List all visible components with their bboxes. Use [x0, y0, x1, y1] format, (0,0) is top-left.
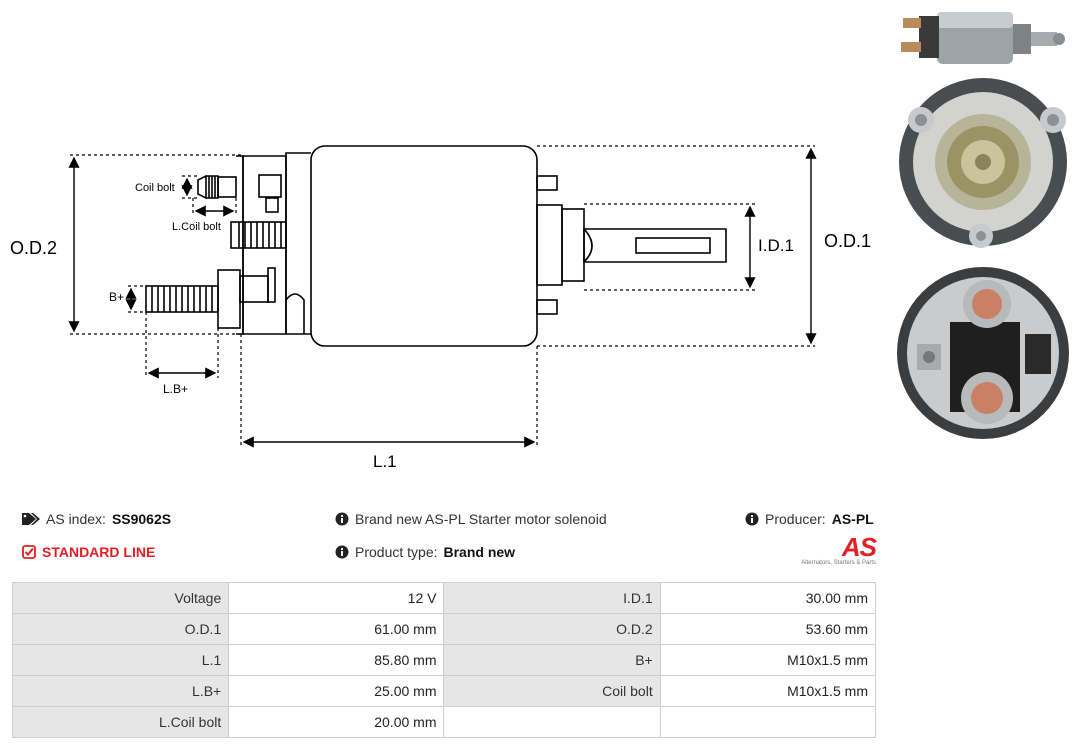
as-index-value: SS9062S [111, 511, 172, 527]
l1-label: L.1 [373, 452, 397, 471]
spec-label: B+ [443, 644, 661, 676]
logo-tagline: Alternators, Starters & Parts [801, 560, 876, 566]
spec-value-empty [659, 706, 877, 738]
producer-value: AS-PL [831, 511, 874, 527]
spec-label: Voltage [11, 582, 230, 614]
spec-value: M10x1.5 mm [659, 644, 877, 676]
spec-value: 25.00 mm [228, 675, 445, 707]
check-square-icon [22, 545, 36, 559]
info-circle-icon [745, 512, 759, 526]
specs-table: Voltage 12 V I.D.1 30.00 mm O.D.1 61.00 … [11, 582, 877, 738]
table-row: Voltage 12 V I.D.1 30.00 mm [11, 582, 877, 614]
product-type-label: Product type: [355, 544, 438, 560]
spec-value: 53.60 mm [659, 613, 877, 645]
b-plus-threads [151, 286, 213, 312]
od1-label: O.D.1 [824, 231, 871, 251]
standard-line: STANDARD LINE [22, 544, 155, 560]
spec-label: I.D.1 [443, 582, 661, 614]
standard-line-label: STANDARD LINE [42, 544, 156, 560]
plunger [583, 228, 727, 263]
spec-label-empty [443, 706, 661, 738]
product-photo-side [901, 12, 1065, 64]
lcoil-bolt-label: L.Coil bolt [172, 221, 221, 233]
info-circle-icon [335, 512, 349, 526]
product-type: Product type: Brand new [335, 544, 515, 560]
info-circle-icon [335, 545, 349, 559]
as-index: AS index: SS9062S [22, 511, 171, 527]
spec-label: Coil bolt [443, 675, 661, 707]
spec-label: L.1 [11, 644, 230, 676]
spec-value: 85.80 mm [228, 644, 445, 676]
spec-value: 12 V [228, 582, 445, 614]
tags-icon [22, 513, 40, 525]
lbplus-label: L.B+ [163, 382, 188, 396]
bplus-label: B+ [109, 290, 124, 304]
spec-label: L.B+ [11, 675, 230, 707]
description-text: Brand new AS-PL Starter motor solenoid [355, 511, 607, 527]
solenoid-body [310, 145, 538, 347]
spec-value: 61.00 mm [228, 613, 445, 645]
description: Brand new AS-PL Starter motor solenoid [335, 511, 607, 527]
coil-bolt-label: Coil bolt [135, 182, 175, 194]
logo-mark: AS [841, 532, 877, 562]
spec-value: 30.00 mm [659, 582, 877, 614]
product-photo-front [899, 78, 1067, 248]
spec-label: O.D.2 [443, 613, 661, 645]
table-row: L.B+ 25.00 mm Coil bolt M10x1.5 mm [11, 675, 877, 707]
producer-label: Producer: [765, 511, 826, 527]
as-index-label: AS index: [46, 511, 106, 527]
spec-label: L.Coil bolt [11, 706, 230, 738]
product-type-value: Brand new [443, 544, 516, 560]
spec-label: O.D.1 [11, 613, 230, 645]
table-row: L.Coil bolt 20.00 mm [11, 706, 877, 738]
technical-drawing: O.D.2 O.D.1 I.D.1 L.1 L.B+ B+ Coil bolt … [10, 145, 871, 471]
table-row: O.D.1 61.00 mm O.D.2 53.60 mm [11, 613, 877, 645]
product-photo-rear [897, 267, 1069, 439]
id1-label: I.D.1 [758, 236, 794, 255]
solenoid-cap [285, 152, 311, 335]
spec-value: M10x1.5 mm [659, 675, 877, 707]
coil-bolt-threads [208, 176, 216, 198]
spec-value: 20.00 mm [228, 706, 445, 738]
as-pl-logo: AS Alternators, Starters & Parts [801, 532, 877, 566]
producer: Producer: AS-PL [745, 511, 874, 527]
od2-label: O.D.2 [10, 238, 57, 258]
table-row: L.1 85.80 mm B+ M10x1.5 mm [11, 644, 877, 676]
